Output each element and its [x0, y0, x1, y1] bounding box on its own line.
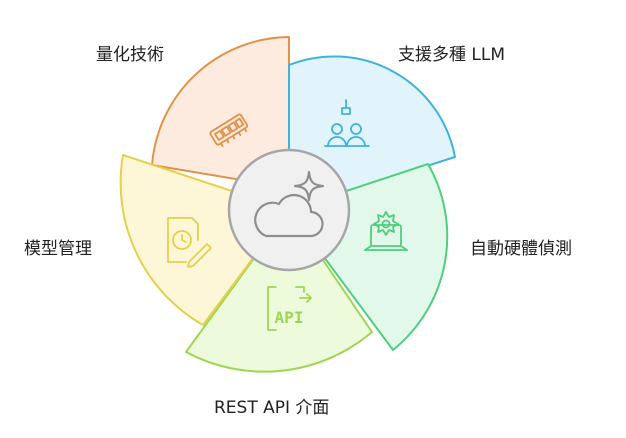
- center-hub: [227, 148, 351, 272]
- segment-rest-api: [185, 209, 373, 373]
- api-icon: API: [267, 286, 312, 331]
- label-quantization: 量化技術: [96, 45, 164, 65]
- segment-quantization: [151, 36, 290, 189]
- team-collaboration-icon: [324, 99, 370, 147]
- cloud-sparkle-icon: [254, 170, 325, 238]
- document-clock-icon: [167, 217, 212, 268]
- label-multi-llm: 支援多種 LLM: [398, 45, 506, 65]
- label-model-management: 模型管理: [24, 239, 92, 259]
- laptop-gear-icon: [364, 211, 408, 251]
- memory-chip-icon: [209, 113, 249, 148]
- label-rest-api: REST API 介面: [214, 398, 330, 418]
- label-hardware-detection: 自動硬體偵測: [470, 239, 572, 259]
- api-icon-text: API: [275, 308, 304, 327]
